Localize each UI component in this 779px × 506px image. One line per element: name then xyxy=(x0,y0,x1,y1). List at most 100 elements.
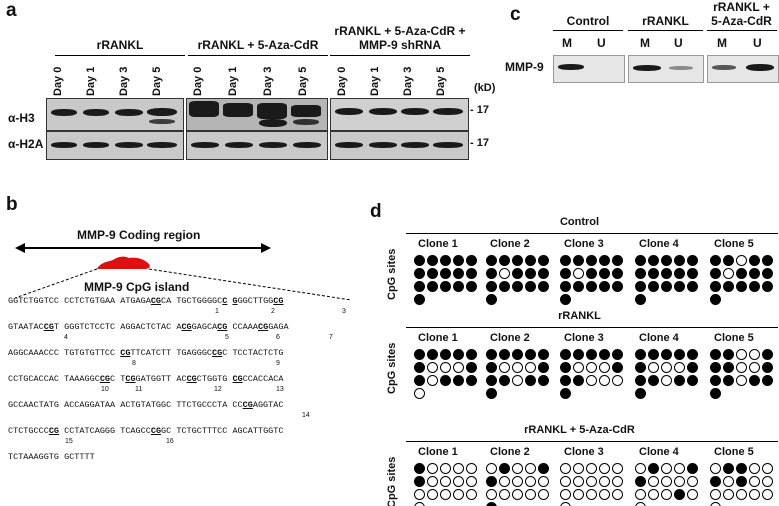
clone-label: Clone 2 xyxy=(490,446,530,458)
unmethylated-cpg xyxy=(573,463,584,474)
zoom-line-right xyxy=(148,268,352,301)
methylated-cpg xyxy=(525,349,536,360)
cpg-site: CG xyxy=(273,296,284,306)
group-header-shrna: rRANKL + 5-Aza-CdR + MMP-9 shRNA xyxy=(334,24,466,52)
panel-d-label: d xyxy=(370,201,382,222)
sequence-line: TCTAAAGGTG GCTTTT xyxy=(8,452,95,462)
methylated-cpg xyxy=(453,375,464,386)
unmethylated-cpg xyxy=(573,268,584,279)
methylated-cpg xyxy=(762,268,773,279)
methylated-cpg xyxy=(560,294,571,305)
methylated-cpg xyxy=(573,255,584,266)
band xyxy=(115,142,143,148)
cpg-site: CG xyxy=(150,296,162,306)
cpg-site: CG xyxy=(99,374,111,384)
unmethylated-cpg xyxy=(599,375,610,386)
unmethylated-cpg xyxy=(538,476,549,487)
unmethylated-cpg xyxy=(512,362,523,373)
day-label: Day 3 xyxy=(118,66,130,96)
sequence-segment: C TCCTACTCTG xyxy=(222,348,284,358)
sequence-segment: GC TCTGCTTTCC AGCATTGGTC xyxy=(161,426,284,436)
sequence-block: GGTCTGGTCC CCTCTGTGAA ATGAGACGCA TGCTGGG… xyxy=(8,296,358,496)
day-label: Day 0 xyxy=(336,66,348,96)
methylated-cpg xyxy=(687,375,698,386)
methylated-cpg xyxy=(723,255,734,266)
sequence-segment: TCTAAAGGTG GCTTTT xyxy=(8,452,95,462)
methylated-cpg xyxy=(661,349,672,360)
band xyxy=(191,142,219,148)
methylated-cpg xyxy=(687,255,698,266)
methylated-cpg xyxy=(612,362,623,373)
unmethylated-cpg xyxy=(427,362,438,373)
band xyxy=(51,109,77,116)
methylated-cpg xyxy=(710,294,721,305)
methylated-cpg xyxy=(466,349,477,360)
unmethylated-cpg xyxy=(440,463,451,474)
sequence-segment: GAGA xyxy=(268,322,289,332)
cpg-number: 3 xyxy=(342,308,346,315)
day-label: Day 1 xyxy=(369,66,381,96)
lane-u: U xyxy=(674,36,683,50)
cpg-site: CG xyxy=(242,400,253,410)
methylated-cpg xyxy=(538,375,549,386)
sequence-segment: CCTGCACCAC TAAAGGC xyxy=(8,374,100,384)
band xyxy=(746,64,774,71)
cpg-site: CG xyxy=(257,322,269,332)
unmethylated-cpg xyxy=(440,476,451,487)
sequence-line: GGTCTGGTCC CCTCTGTGAA ATGAGACGCA TGCTGGG… xyxy=(8,296,284,306)
methylated-cpg xyxy=(648,349,659,360)
unmethylated-cpg xyxy=(599,362,610,373)
cpg-site: CG xyxy=(125,374,136,384)
unmethylated-cpg xyxy=(648,476,659,487)
blot-h3-aza xyxy=(186,98,328,131)
section-divider xyxy=(406,327,778,328)
cpg-number: 7 xyxy=(329,334,333,341)
clone-label: Clone 2 xyxy=(490,238,530,250)
sequence-segment: CCACCACA xyxy=(242,374,284,384)
blot-h3-shrna xyxy=(330,98,469,131)
unmethylated-cpg xyxy=(525,476,536,487)
unmethylated-cpg xyxy=(661,362,672,373)
methylated-cpg xyxy=(538,281,549,292)
band xyxy=(401,142,429,148)
sequence-line: CCTGCACCAC TAAAGGCCGC TCGGATGGTT ACCGCTG… xyxy=(8,374,284,384)
section-title: rRANKL + 5-Aza-CdR xyxy=(524,424,635,436)
sequence-segment: GCCAACTATG ACCAGGATAA ACTGTATGGC TTCTGCC… xyxy=(8,400,243,410)
kd-unit-label: (kD) xyxy=(474,82,496,94)
sequence-segment: AGGCAAACCC TGTGTGTTCC xyxy=(8,348,121,358)
unmethylated-cpg xyxy=(674,362,685,373)
c-group-control: Control xyxy=(566,14,610,28)
methylated-cpg xyxy=(525,375,536,386)
unmethylated-cpg xyxy=(499,489,510,500)
methylated-cpg xyxy=(414,255,425,266)
unmethylated-cpg xyxy=(612,463,623,474)
cpg-number: 14 xyxy=(302,412,310,419)
band xyxy=(83,142,109,148)
unmethylated-cpg xyxy=(486,463,497,474)
methylated-cpg xyxy=(648,463,659,474)
clone-label: Clone 3 xyxy=(564,332,604,344)
cpg-sites-axis-label: CpG sites xyxy=(386,248,398,300)
c-group-rrankl: rRANKL xyxy=(642,14,689,28)
unmethylated-cpg xyxy=(512,489,523,500)
unmethylated-cpg xyxy=(440,362,451,373)
unmethylated-cpg xyxy=(762,489,773,500)
methylated-cpg xyxy=(573,349,584,360)
unmethylated-cpg xyxy=(486,489,497,500)
blot-h2a-rrankl xyxy=(46,131,184,160)
sequence-segment: GGCTTGG xyxy=(237,296,274,306)
unmethylated-cpg xyxy=(573,362,584,373)
methylated-cpg xyxy=(453,255,464,266)
unmethylated-cpg xyxy=(687,489,698,500)
unmethylated-cpg xyxy=(635,463,646,474)
unmethylated-cpg xyxy=(414,388,425,399)
unmethylated-cpg xyxy=(525,463,536,474)
clone-label: Clone 1 xyxy=(418,332,458,344)
unmethylated-cpg xyxy=(661,375,672,386)
unmethylated-cpg xyxy=(586,463,597,474)
unmethylated-cpg xyxy=(687,476,698,487)
day-label: Day 1 xyxy=(85,66,97,96)
section-divider xyxy=(406,441,778,442)
methylated-cpg xyxy=(414,375,425,386)
methylated-cpg xyxy=(599,281,610,292)
